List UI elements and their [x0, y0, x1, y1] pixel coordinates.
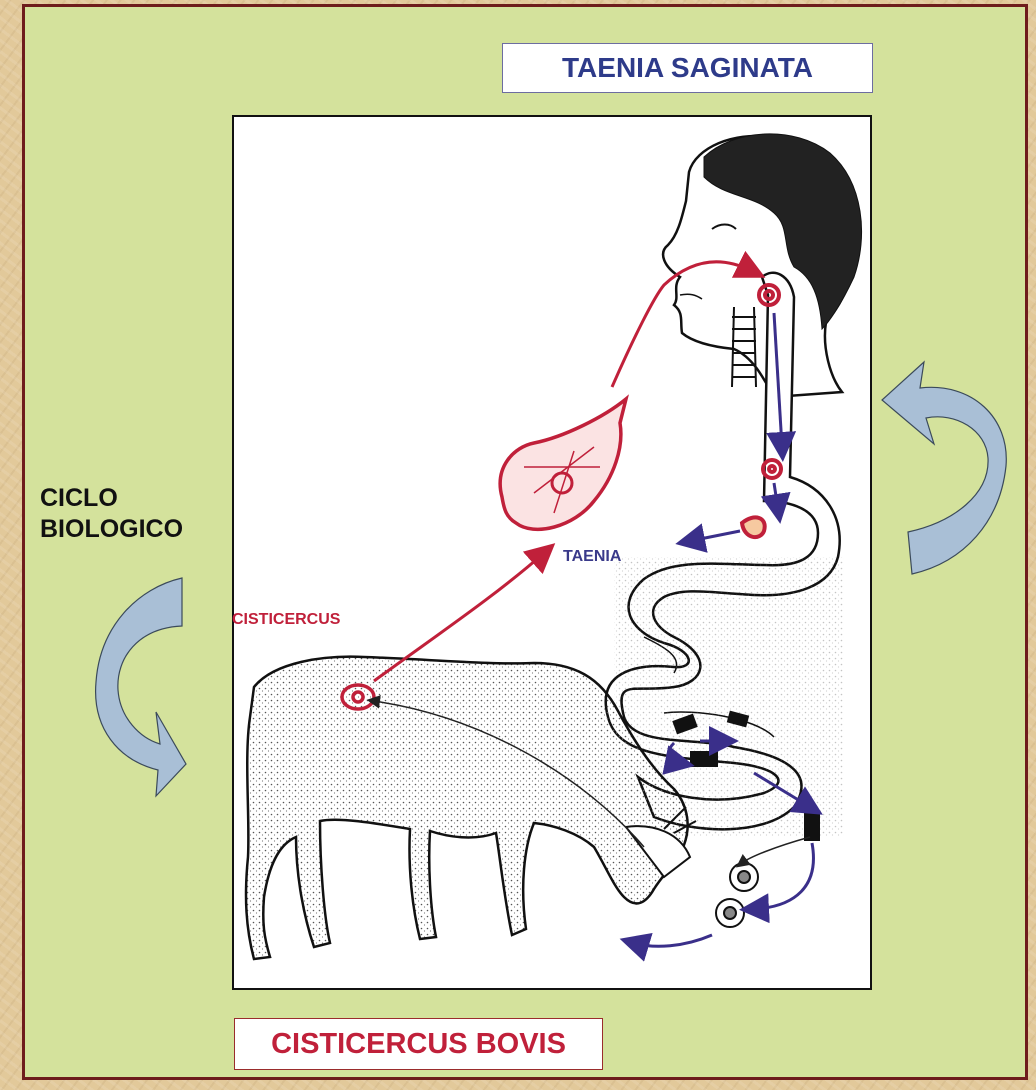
- side-label-line-2: BIOLOGICO: [40, 514, 183, 545]
- label-taenia: TAENIA: [563, 548, 621, 566]
- side-label-line-1: CICLO: [40, 483, 183, 514]
- meat-cut: [500, 399, 626, 529]
- life-cycle-illustration: [234, 117, 870, 988]
- footer-title: CISTICERCUS BOVIS: [234, 1018, 603, 1070]
- label-cisticercus: CISTICERCUS: [232, 611, 340, 629]
- page-title: TAENIA SAGINATA: [502, 43, 873, 93]
- life-cycle-figure: TAENIA: [232, 115, 872, 990]
- side-label: CICLO BIOLOGICO: [40, 483, 183, 545]
- eggs: [716, 863, 758, 927]
